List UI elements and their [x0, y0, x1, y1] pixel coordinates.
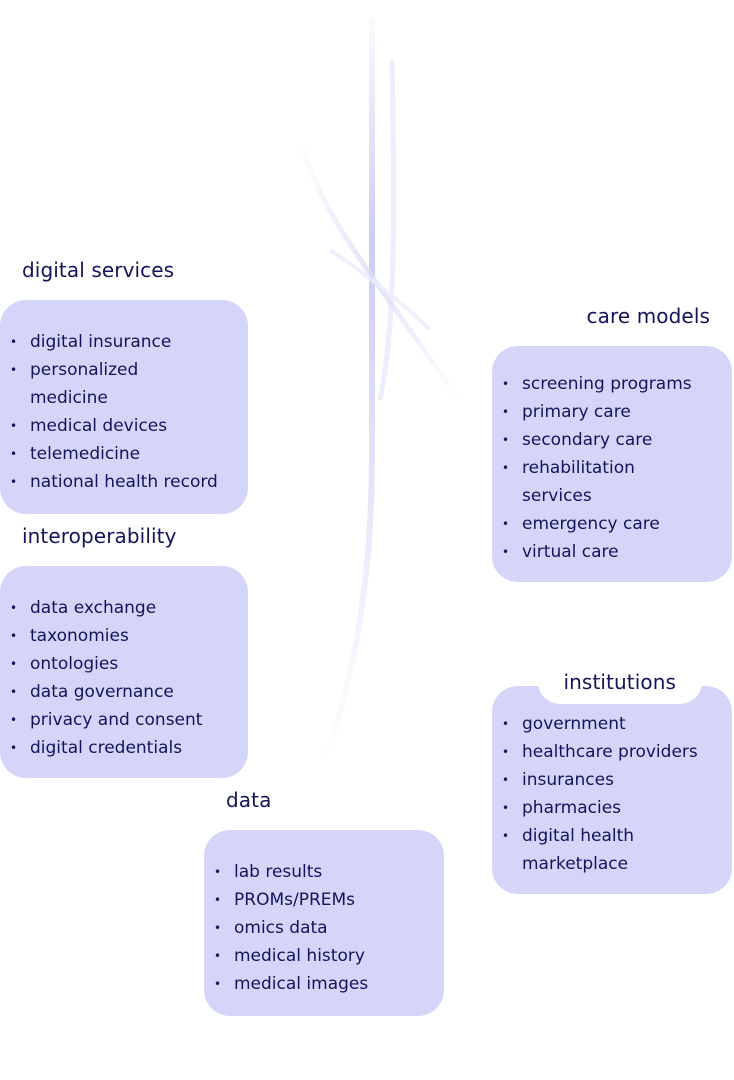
list-item: data exchange	[10, 594, 244, 622]
list-data: lab results PROMs/PREMs omics data medic…	[214, 858, 440, 998]
card-title-care-models: care models	[564, 300, 732, 338]
list-item: insurances	[502, 766, 728, 794]
list-item: medical images	[214, 970, 440, 998]
list-item: national health record	[10, 468, 244, 496]
card-institutions: institutions government healthcare provi…	[492, 666, 732, 894]
connector-faint-line-2	[297, 139, 463, 402]
list-item: ontologies	[10, 650, 244, 678]
list-item: digital health marketplace	[502, 822, 662, 878]
list-item: primary care	[502, 398, 728, 426]
list-item: government	[502, 710, 728, 738]
card-interoperability: interoperability data exchange taxonomie…	[0, 520, 248, 778]
card-data: data lab results PROMs/PREMs omics data …	[204, 784, 444, 1016]
list-item: medical devices	[10, 412, 244, 440]
list-item: medical history	[214, 942, 440, 970]
list-item: digital insurance	[10, 328, 244, 356]
list-item: healthcare providers	[502, 738, 728, 766]
list-interoperability: data exchange taxonomies ontologies data…	[10, 594, 244, 762]
list-item: personalized medicine	[10, 356, 160, 412]
list-item: secondary care	[502, 426, 728, 454]
connector-main-line	[322, 17, 375, 763]
card-title-interoperability: interoperability	[0, 520, 199, 558]
list-institutions: government healthcare providers insuranc…	[502, 710, 728, 878]
list-item: omics data	[214, 914, 440, 942]
list-item: lab results	[214, 858, 440, 886]
list-item: taxonomies	[10, 622, 244, 650]
connector-faint-line-3	[328, 248, 432, 332]
list-item: pharmacies	[502, 794, 728, 822]
connector-faint-line-1	[377, 59, 397, 401]
list-care-models: screening programs primary care secondar…	[502, 370, 728, 566]
list-item: privacy and consent	[10, 706, 244, 734]
card-title-institutions: institutions	[537, 666, 702, 704]
list-item: PROMs/PREMs	[214, 886, 440, 914]
list-item: emergency care	[502, 510, 728, 538]
card-care-models: care models screening programs primary c…	[492, 300, 732, 582]
list-item: telemedicine	[10, 440, 244, 468]
list-item: data governance	[10, 678, 244, 706]
list-item: digital credentials	[10, 734, 244, 762]
list-digital-services: digital insurance personalized medicine …	[10, 328, 244, 496]
list-item: rehabilitation services	[502, 454, 662, 510]
list-item: virtual care	[502, 538, 728, 566]
card-title-data: data	[204, 784, 294, 822]
list-item: screening programs	[502, 370, 728, 398]
card-digital-services: digital services digital insurance perso…	[0, 254, 248, 514]
card-title-digital-services: digital services	[0, 254, 197, 292]
